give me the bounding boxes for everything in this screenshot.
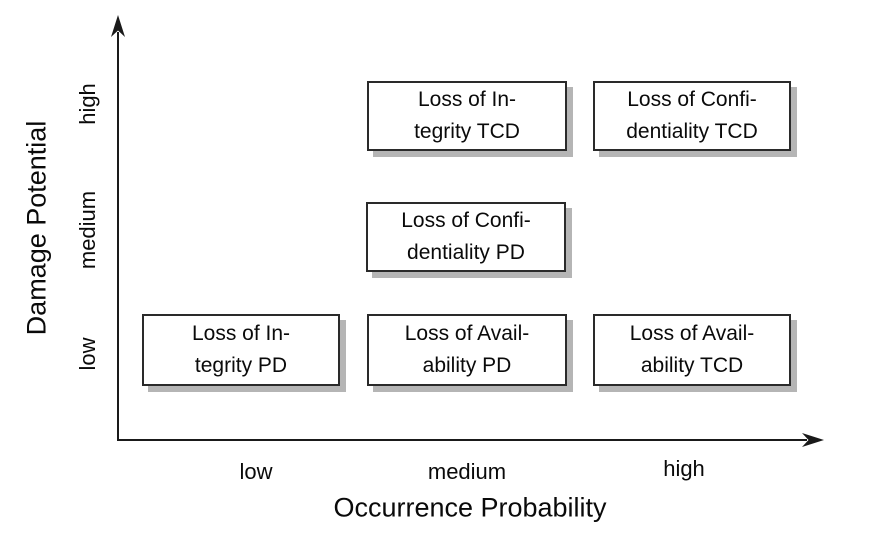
- box-label-line: dentiality TCD: [626, 120, 758, 143]
- y-axis-arrowhead: [111, 15, 125, 37]
- box-label-line: tegrity TCD: [414, 120, 520, 143]
- x-tick-low: low: [239, 459, 273, 484]
- risk-box-loss-of-availability-pd: Loss of Avail- ability PD: [367, 314, 567, 386]
- risk-box-loss-of-availability-tcd: Loss of Avail- ability TCD: [593, 314, 791, 386]
- box-label-line: Loss of Confi-: [627, 88, 757, 111]
- risk-box-loss-of-integrity-tcd: Loss of In- tegrity TCD: [367, 81, 567, 151]
- x-axis-arrowhead: [802, 433, 824, 447]
- y-axis-title: Damage Potential: [21, 120, 52, 336]
- box-label-line: Loss of In-: [191, 322, 291, 345]
- box-label-line: Loss of In-: [417, 88, 517, 111]
- box-label-line: ability TCD: [640, 354, 744, 377]
- risk-box-loss-of-confidentiality-pd: Loss of Confi- dentiality PD: [366, 202, 566, 272]
- y-tick-medium: medium: [75, 190, 100, 270]
- box-label-line: Loss of Confi-: [401, 209, 531, 232]
- risk-box-loss-of-confidentiality-tcd: Loss of Confi- dentiality TCD: [593, 81, 791, 151]
- x-tick-high: high: [663, 456, 705, 481]
- box-label-line: ability PD: [422, 354, 512, 377]
- x-axis-title: Occurrence Probability: [333, 492, 607, 523]
- y-tick-high: high: [75, 83, 100, 125]
- box-label-line: dentiality PD: [407, 241, 525, 264]
- x-tick-medium: medium: [427, 459, 507, 484]
- y-tick-low: low: [75, 337, 100, 371]
- box-label-line: Loss of Avail-: [404, 322, 530, 345]
- box-label-line: tegrity PD: [194, 354, 288, 377]
- box-label-line: Loss of Avail-: [629, 322, 755, 345]
- risk-box-loss-of-integrity-pd: Loss of In- tegrity PD: [142, 314, 340, 386]
